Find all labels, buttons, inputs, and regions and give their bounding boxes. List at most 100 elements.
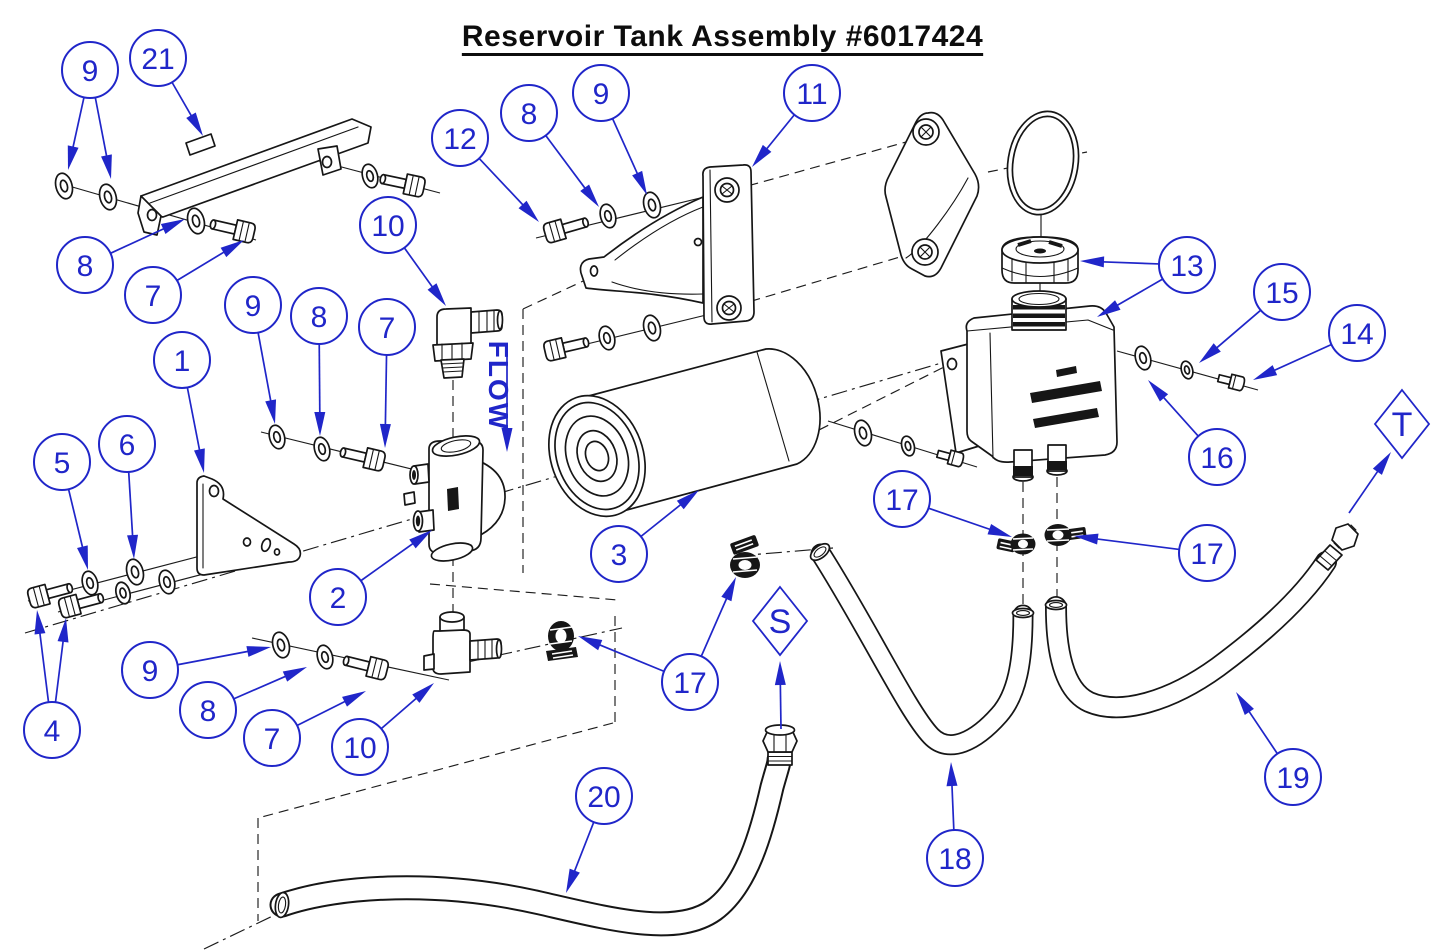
callout-10: 10 [359, 196, 446, 306]
hose-clamp-drawing [730, 535, 760, 578]
svg-text:15: 15 [1265, 277, 1298, 310]
port-label-S: S [751, 585, 809, 730]
washer-drawing [114, 581, 132, 605]
svg-text:21: 21 [141, 43, 174, 76]
callout-17: 17 [1074, 524, 1236, 582]
washer-drawing [642, 314, 662, 342]
callout-4: 4 [23, 610, 81, 759]
gusset-bracket-drawing [196, 475, 302, 576]
bolt-drawing [342, 655, 390, 681]
svg-text:7: 7 [379, 312, 396, 345]
bolt-drawing [26, 582, 74, 609]
callout-9: 9 [121, 641, 271, 699]
channel-bracket-drawing [137, 118, 372, 236]
washer-drawing [642, 191, 662, 219]
callout-8: 8 [500, 84, 599, 207]
svg-text:14: 14 [1340, 318, 1373, 351]
callout-18: 18 [926, 762, 984, 887]
flow-indicator: FLOW [483, 341, 514, 452]
screw-drawing [1216, 373, 1246, 392]
svg-text:17: 17 [885, 484, 918, 517]
bolt-drawing [543, 337, 590, 362]
washer-drawing [54, 172, 74, 200]
callout-5: 5 [33, 433, 91, 570]
washer-drawing [81, 570, 99, 596]
hose-clamp-drawing [546, 621, 578, 661]
svg-text:3: 3 [611, 539, 628, 572]
washer-drawing [158, 569, 176, 595]
callout-14: 14 [1253, 304, 1386, 380]
callout-7: 7 [124, 240, 244, 324]
svg-text:9: 9 [82, 55, 99, 88]
svg-text:5: 5 [54, 447, 71, 480]
callout-7: 7 [358, 298, 416, 448]
svg-text:16: 16 [1200, 442, 1233, 475]
callout-10: 10 [331, 683, 434, 776]
svg-text:S: S [769, 603, 792, 641]
svg-text:9: 9 [593, 78, 610, 111]
callout-13: 13 [1080, 236, 1216, 317]
bolt-drawing [542, 217, 590, 244]
callout-15: 15 [1199, 263, 1311, 363]
hose-clamp-drawing [1044, 524, 1087, 546]
callout-8: 8 [56, 219, 185, 294]
washer-drawing [271, 631, 291, 659]
svg-text:17: 17 [673, 667, 706, 700]
hose-18-drawing [809, 542, 1035, 756]
hose-clamp-drawing [996, 533, 1036, 555]
svg-text:17: 17 [1190, 538, 1223, 571]
mount-bracket-drawing [579, 164, 755, 325]
svg-text:8: 8 [200, 695, 217, 728]
callout-6: 6 [98, 415, 156, 559]
bolt-drawing [339, 447, 386, 472]
svg-text:T: T [1392, 406, 1413, 444]
svg-text:4: 4 [44, 715, 61, 748]
washer-drawing [186, 207, 206, 235]
svg-text:11: 11 [796, 78, 827, 111]
callout-11: 11 [752, 64, 841, 167]
washer-drawing [1134, 345, 1152, 371]
callout-9: 9 [61, 41, 119, 179]
svg-text:6: 6 [119, 429, 136, 462]
callout-9: 9 [572, 64, 647, 195]
svg-text:10: 10 [343, 732, 376, 765]
port-label-T: T [1348, 388, 1431, 514]
callout-1: 1 [153, 331, 211, 473]
svg-text:9: 9 [245, 290, 262, 323]
o-ring-drawing [1006, 110, 1080, 216]
washer-drawing [313, 436, 331, 462]
svg-text:9: 9 [142, 655, 159, 688]
callout-21: 21 [129, 29, 203, 136]
svg-text:7: 7 [264, 723, 281, 756]
bolt-drawing [57, 592, 105, 619]
screw-drawing [935, 449, 965, 468]
callout-19: 19 [1236, 692, 1322, 806]
svg-text:13: 13 [1170, 250, 1203, 283]
svg-text:2: 2 [330, 582, 347, 615]
washer-drawing [361, 163, 379, 189]
page-title: Reservoir Tank Assembly #6017424 [461, 20, 984, 53]
washer-drawing [853, 419, 873, 447]
washer-drawing [598, 325, 616, 351]
elbow-fitting-upper-drawing [432, 307, 504, 379]
bolt-drawing [379, 173, 426, 198]
hose-19-drawing [1044, 523, 1359, 719]
callout-16: 16 [1148, 380, 1246, 486]
bolt-drawing [209, 219, 256, 244]
washer-drawing [125, 558, 145, 586]
svg-text:8: 8 [77, 250, 94, 283]
svg-text:7: 7 [145, 280, 162, 313]
callout-7: 7 [243, 691, 366, 767]
svg-text:10: 10 [371, 210, 404, 243]
fasteners-layer [26, 163, 1246, 681]
washer-drawing [599, 203, 617, 229]
callout-20: 20 [566, 767, 633, 893]
svg-text:1: 1 [174, 345, 191, 378]
callout-2: 2 [309, 530, 432, 626]
svg-text:8: 8 [311, 301, 328, 334]
washer-drawing [900, 435, 916, 457]
washer-drawing [98, 183, 118, 211]
